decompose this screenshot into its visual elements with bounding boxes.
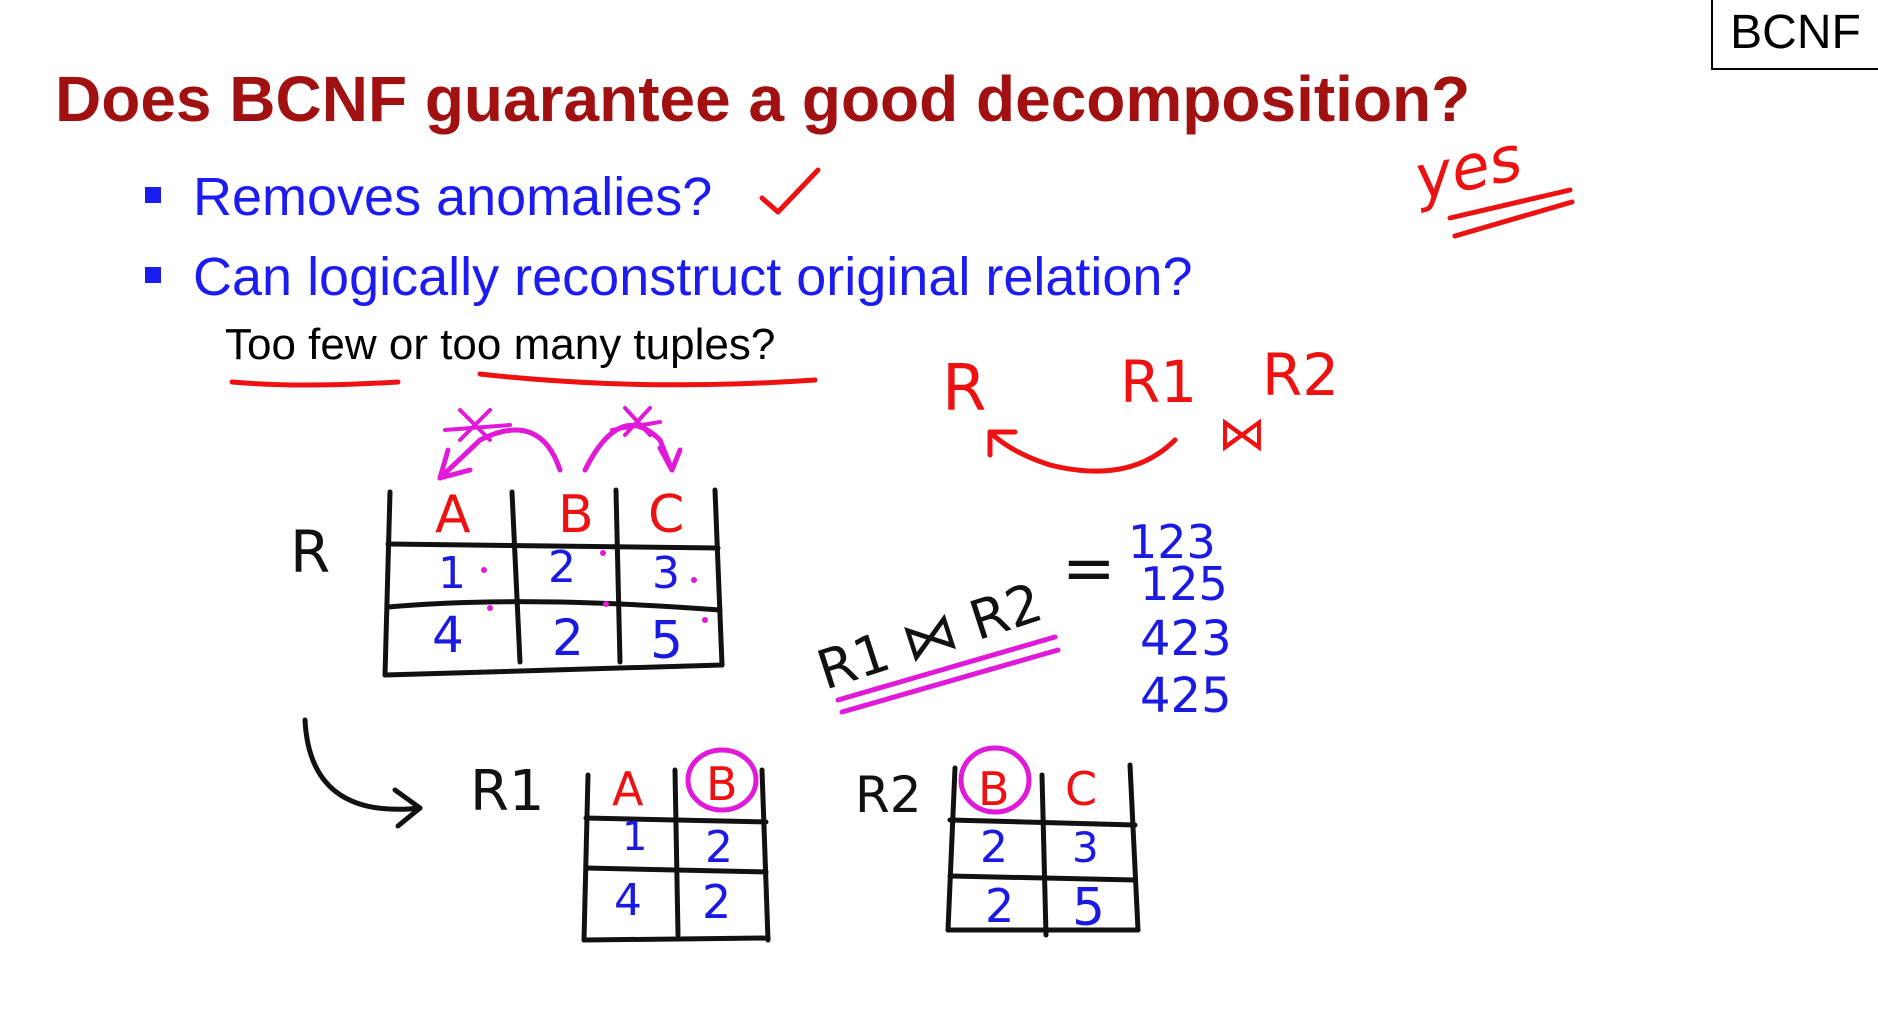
table-r-cell: 2 xyxy=(548,542,576,593)
reconstruct-arrowhead xyxy=(987,429,1018,458)
table-r-cell: 3 xyxy=(652,548,680,599)
table-r1-header: B xyxy=(706,757,738,811)
join-symbol: ⋈ xyxy=(1218,406,1266,462)
table-r-header: A xyxy=(435,485,471,545)
table-r1-cell: 2 xyxy=(705,822,733,873)
table-r2-grid xyxy=(945,762,1141,938)
table-r2-header: C xyxy=(1065,762,1097,816)
table-r1-header: A xyxy=(612,762,644,816)
b-circle-r2 xyxy=(958,745,1032,815)
magenta-arrowhead-a xyxy=(437,447,473,481)
checkmark-icon xyxy=(759,167,821,215)
table-r-header: C xyxy=(648,485,684,545)
table-r-dots xyxy=(481,550,708,623)
table-r-cell: 4 xyxy=(432,606,464,664)
magenta-x-a xyxy=(443,408,512,442)
b-circle-r1 xyxy=(685,747,759,813)
table-r2-cell: 5 xyxy=(1072,878,1105,938)
magenta-arrowhead-c xyxy=(657,445,683,473)
table-r-cell: 1 xyxy=(438,548,466,599)
decompose-arrow xyxy=(302,717,423,812)
table-r2-label: R2 xyxy=(855,766,922,824)
table-r2-header: B xyxy=(978,762,1010,816)
reconstruct-arrow xyxy=(987,429,1178,474)
table-r1-cell: 4 xyxy=(614,875,642,926)
join-result-row: 423 xyxy=(1140,611,1232,667)
join-expression: R1 ⋈ R2 xyxy=(810,571,1050,703)
section-tag: BCNF xyxy=(1711,0,1878,70)
sub-question: Too few or too many tuples? xyxy=(225,320,776,369)
table-r-grid xyxy=(382,487,725,678)
decompose-arrowhead xyxy=(392,787,423,829)
magenta-arrow-a xyxy=(437,427,563,481)
table-r-cell: 5 xyxy=(650,611,683,671)
join-result-row: 125 xyxy=(1140,557,1228,611)
table-r2-cell: 2 xyxy=(985,879,1014,933)
r-relation-label: R xyxy=(942,352,986,426)
equals-sign: = xyxy=(1062,532,1116,606)
table-r-header: B xyxy=(558,485,594,545)
table-r1-cell: 2 xyxy=(702,875,731,929)
too-many-underline xyxy=(477,371,818,388)
slide-title: Does BCNF guarantee a good decomposition… xyxy=(55,63,1471,135)
magenta-arrow-c xyxy=(582,422,675,473)
table-r-label: R xyxy=(290,518,330,586)
table-r2-cell: 2 xyxy=(980,822,1008,873)
bullet-label: Can logically reconstruct original relat… xyxy=(193,247,1193,307)
table-r1-label: R1 xyxy=(470,759,545,824)
table-r2-cell: 3 xyxy=(1072,823,1099,872)
table-r1-grid xyxy=(581,767,771,943)
bullet-label: Removes anomalies? xyxy=(193,167,713,227)
join-result-row: 123 xyxy=(1128,515,1216,569)
bullet-item-reconstruct: Can logically reconstruct original relat… xyxy=(145,246,1193,308)
yes-underline xyxy=(1447,187,1575,239)
magenta-x-c xyxy=(610,406,662,437)
r1-relation-label: R1 xyxy=(1120,348,1197,416)
bullet-item-anomalies: Removes anomalies? xyxy=(145,166,712,228)
bullet-square-icon xyxy=(145,266,161,283)
join-result-row: 425 xyxy=(1140,668,1232,724)
table-r-cell: 2 xyxy=(552,609,584,667)
too-few-underline xyxy=(229,379,401,388)
r2-relation-label: R2 xyxy=(1262,341,1339,409)
bullet-square-icon xyxy=(145,186,161,203)
join-underline xyxy=(835,634,1061,715)
table-r1-cell: 1 xyxy=(622,814,647,860)
